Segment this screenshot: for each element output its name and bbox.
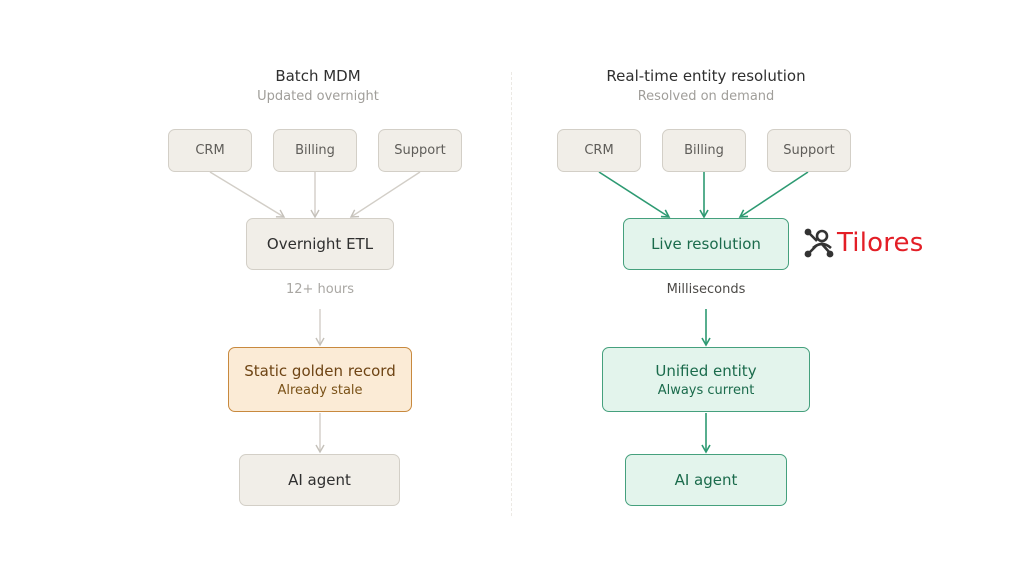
record-subtitle: Already stale (277, 382, 363, 398)
right-record-box: Unified entity Always current (602, 347, 810, 412)
tilores-logo: Tilores (802, 226, 924, 260)
process-label: Overnight ETL (266, 235, 374, 253)
panel-divider (511, 72, 512, 516)
right-source-support: Support (767, 129, 851, 172)
agent-label: AI agent (674, 471, 738, 489)
right-agent-box: AI agent (625, 454, 787, 506)
source-label: CRM (195, 143, 225, 158)
right-process-box: Live resolution (623, 218, 789, 270)
edge-crm-to-live (598, 171, 671, 218)
tilores-logo-icon (804, 228, 834, 258)
left-source-billing: Billing (273, 129, 357, 172)
left-agent-box: AI agent (239, 454, 400, 506)
left-subtitle: Updated overnight (257, 89, 379, 104)
source-label: Support (394, 143, 446, 158)
record-title: Unified entity (655, 361, 757, 380)
left-source-support: Support (378, 129, 462, 172)
process-label: Live resolution (651, 235, 761, 253)
left-process-box: Overnight ETL (246, 218, 394, 270)
left-title: Batch MDM (275, 67, 361, 85)
agent-label: AI agent (288, 471, 351, 489)
tilores-logo-text: Tilores (837, 228, 924, 258)
edge-crm-to-etl (209, 171, 286, 218)
source-label: Support (783, 143, 835, 158)
record-title: Static golden record (244, 361, 396, 380)
record-subtitle: Always current (657, 382, 755, 398)
right-edge-label: Milliseconds (666, 282, 746, 297)
source-label: CRM (584, 143, 614, 158)
right-source-crm: CRM (557, 129, 641, 172)
edge-support-to-live (738, 171, 809, 218)
left-edge-label: 12+ hours (285, 282, 355, 297)
edge-support-to-etl (349, 171, 421, 218)
right-subtitle: Resolved on demand (637, 89, 775, 104)
left-record-box: Static golden record Already stale (228, 347, 412, 412)
right-source-billing: Billing (662, 129, 746, 172)
right-title: Real-time entity resolution (606, 67, 806, 85)
left-source-crm: CRM (168, 129, 252, 172)
source-label: Billing (684, 143, 724, 158)
source-label: Billing (295, 143, 335, 158)
